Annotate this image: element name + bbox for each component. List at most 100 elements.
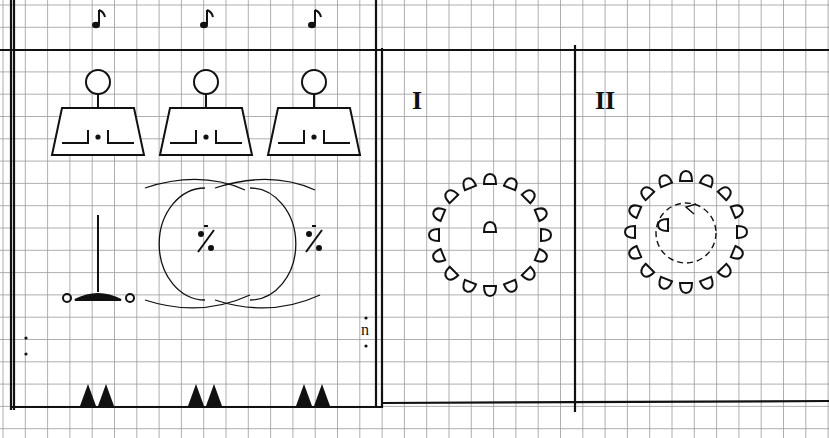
grid-line bbox=[0, 361, 829, 362]
note-head bbox=[309, 23, 315, 27]
grid-line bbox=[0, 228, 829, 229]
dancer-symbol bbox=[680, 171, 692, 181]
support-triangle bbox=[80, 384, 96, 406]
dancer-symbol bbox=[429, 229, 439, 241]
note-head bbox=[93, 23, 99, 27]
grid-line bbox=[0, 5, 829, 6]
figure-head bbox=[194, 70, 218, 94]
repeat-sign bbox=[198, 230, 214, 252]
figure-arms bbox=[278, 130, 350, 143]
dancer-symbol bbox=[461, 280, 476, 294]
support-triangle bbox=[314, 384, 330, 406]
grid-line bbox=[449, 0, 450, 438]
grid-line bbox=[828, 0, 829, 438]
grid-line bbox=[159, 0, 160, 438]
grid-line bbox=[0, 49, 829, 50]
grid-line bbox=[203, 0, 204, 438]
figure-arms bbox=[62, 130, 134, 143]
figure-head bbox=[86, 70, 110, 94]
dancer-symbol bbox=[461, 176, 476, 190]
figure-head bbox=[302, 70, 326, 94]
grid-line bbox=[761, 0, 762, 438]
grid-line bbox=[226, 0, 227, 438]
section-numeral: II bbox=[595, 88, 615, 114]
figure-dot bbox=[96, 135, 99, 138]
figure-neck bbox=[313, 94, 315, 108]
section-numeral: I bbox=[412, 88, 422, 114]
dancer-symbol bbox=[522, 188, 538, 204]
grid-line bbox=[605, 0, 606, 438]
dancer-symbol bbox=[504, 176, 519, 190]
grid-line bbox=[337, 0, 338, 438]
grid-line bbox=[738, 0, 739, 438]
grid-line bbox=[0, 27, 829, 28]
dancer-symbol bbox=[443, 267, 459, 283]
dancer-symbol bbox=[484, 222, 496, 232]
dancer-symbol bbox=[625, 226, 635, 238]
grid-line bbox=[47, 0, 48, 438]
dancer-symbol bbox=[443, 188, 459, 204]
dancer-symbol bbox=[700, 277, 715, 291]
dancer-symbol bbox=[484, 174, 496, 184]
repeat-dot bbox=[199, 232, 203, 236]
figure-body bbox=[268, 108, 360, 155]
grid-line bbox=[716, 0, 717, 438]
dancer-symbol bbox=[657, 173, 672, 187]
grid-line bbox=[0, 428, 829, 429]
dancer-symbol bbox=[658, 219, 668, 231]
dancer-symbol bbox=[639, 264, 655, 280]
repeat-dot bbox=[307, 232, 311, 236]
dancer-symbol bbox=[522, 267, 538, 283]
grid-line bbox=[0, 406, 829, 407]
grid-line bbox=[0, 339, 829, 340]
dancer-symbol bbox=[541, 229, 551, 241]
grid-line bbox=[493, 0, 494, 438]
grid-line bbox=[0, 71, 829, 72]
grid-line bbox=[270, 0, 271, 438]
dancer-symbol bbox=[731, 246, 745, 261]
grid-line bbox=[0, 294, 829, 295]
grid-line bbox=[114, 0, 115, 438]
grid-line bbox=[471, 0, 472, 438]
grid-line bbox=[292, 0, 293, 438]
grid-line bbox=[649, 0, 650, 438]
figure-arms bbox=[170, 130, 242, 143]
repeat-dot bbox=[209, 246, 213, 250]
grid-line bbox=[627, 0, 628, 438]
grid-line bbox=[0, 272, 829, 273]
figure-dot bbox=[312, 135, 315, 138]
grid-line bbox=[248, 0, 249, 438]
note-stem bbox=[98, 10, 100, 24]
dancer-symbol bbox=[504, 280, 519, 294]
dancer-symbol bbox=[431, 249, 445, 264]
grid-line bbox=[672, 0, 673, 438]
grid-line bbox=[181, 0, 182, 438]
support-triangle bbox=[98, 384, 114, 406]
support-triangle bbox=[206, 384, 222, 406]
support-triangle bbox=[296, 384, 312, 406]
grid-line bbox=[805, 0, 806, 438]
note-stem bbox=[206, 10, 208, 24]
dancer-symbol bbox=[627, 203, 641, 218]
dancer-symbol bbox=[680, 283, 692, 293]
dancer-symbol bbox=[484, 286, 496, 296]
grid-line bbox=[426, 0, 427, 438]
repeat-count: n bbox=[361, 322, 369, 338]
note-stem bbox=[314, 10, 316, 24]
grid-line bbox=[136, 0, 137, 438]
dancer-symbol bbox=[718, 264, 734, 280]
grid-line bbox=[0, 205, 829, 206]
grid-line bbox=[92, 0, 93, 438]
repeat-dot bbox=[317, 246, 321, 250]
figure-body bbox=[52, 108, 144, 155]
dancer-symbol bbox=[431, 206, 445, 221]
grid-line bbox=[582, 0, 583, 438]
grid-line bbox=[783, 0, 784, 438]
dancer-symbol bbox=[737, 226, 747, 238]
grid-line bbox=[359, 0, 360, 438]
grid-line bbox=[382, 0, 383, 438]
figure-neck bbox=[205, 94, 207, 108]
dancer-symbol bbox=[627, 246, 641, 261]
dancer-symbol bbox=[535, 249, 549, 264]
